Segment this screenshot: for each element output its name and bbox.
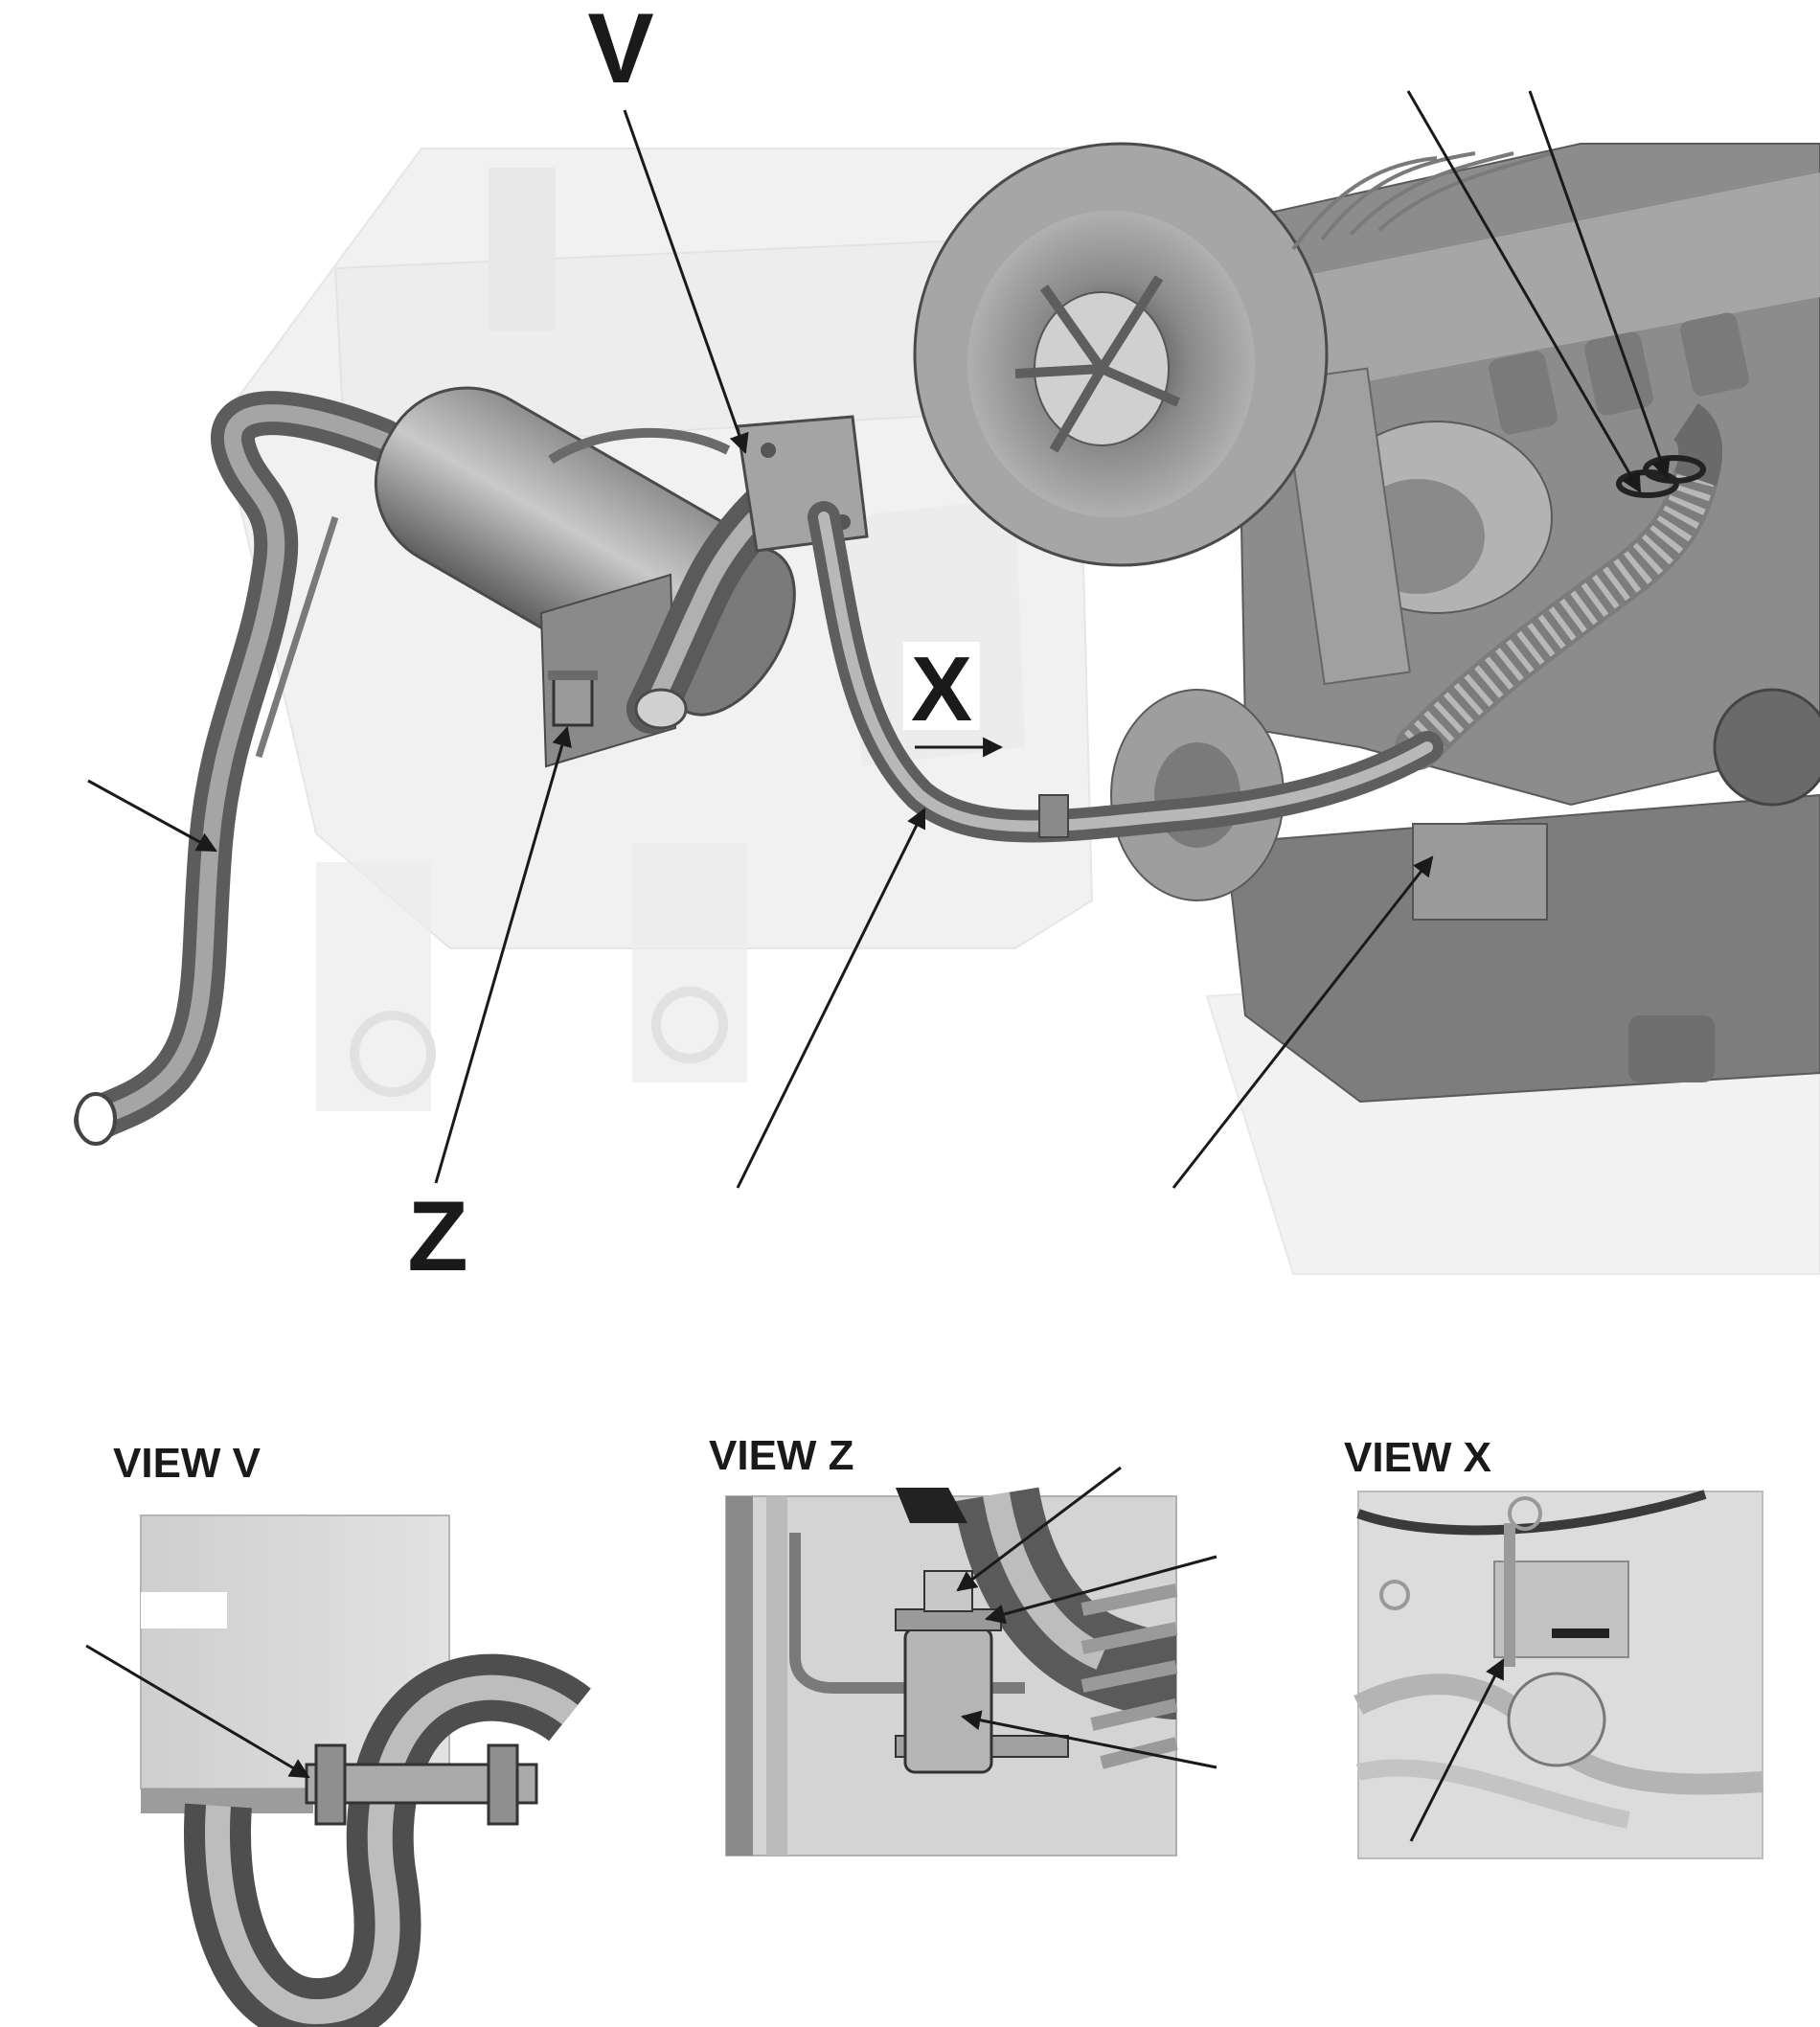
view-v-title: VIEW V: [113, 1440, 262, 1487]
view-x-title: VIEW X: [1344, 1434, 1491, 1481]
view-z: VIEW Z: [709, 1432, 1217, 1856]
callout-v: V: [587, 0, 653, 104]
callout-x: X: [911, 638, 972, 740]
leader-exhaust-pipe: [736, 808, 926, 1189]
leader-clamp-2: [1528, 90, 1671, 479]
alternator: [1110, 367, 1553, 901]
callout-z: Z: [407, 1181, 468, 1292]
main-assembly: [74, 142, 1820, 1275]
leader-clamp-1: [1406, 90, 1642, 493]
leader-view-z-nut: [956, 1466, 1122, 1592]
cooling-fan: [913, 142, 1329, 567]
view-v: VIEW V: [85, 1440, 591, 2027]
wiring-harness: [1291, 151, 1553, 251]
leader-v: [623, 109, 749, 454]
callout-leaders: [87, 90, 1671, 1189]
exhaust-pipe: [808, 501, 1548, 921]
hanger-bracket-z: [548, 671, 598, 727]
leader-view-v: [85, 1644, 310, 1779]
view-x: VIEW X: [1344, 1434, 1763, 1859]
leader-z: [434, 725, 572, 1184]
tailpipe: [74, 391, 405, 1146]
hose-clamps: [1616, 455, 1706, 498]
flex-hose: [1395, 402, 1723, 770]
callout-x-box: [903, 642, 980, 730]
view-z-title: VIEW Z: [709, 1432, 854, 1479]
leader-tailpipe: [87, 779, 217, 853]
leader-view-x: [1409, 1658, 1505, 1842]
leader-view-z-mount: [960, 1710, 1217, 1769]
leader-view-z-washer: [984, 1555, 1217, 1625]
leader-clamp-bracket: [1172, 855, 1434, 1189]
